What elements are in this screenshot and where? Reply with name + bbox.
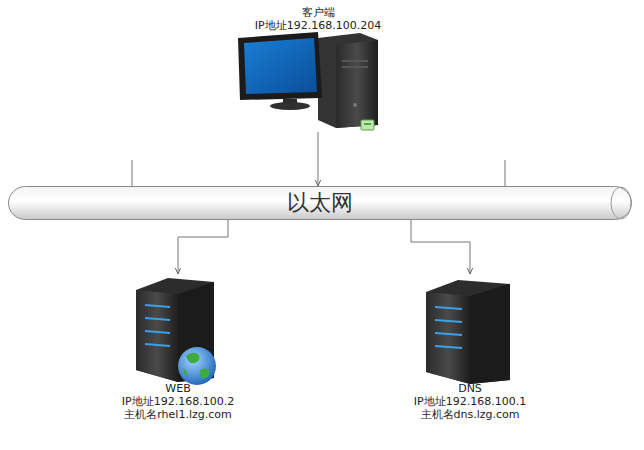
web-server-icon bbox=[136, 278, 216, 385]
ip-address: IP地址192.168.100.2 bbox=[84, 395, 272, 408]
server-name: WEB bbox=[84, 382, 272, 395]
ip-address: IP地址192.168.100.204 bbox=[224, 19, 412, 32]
text-block: WEBIP地址192.168.100.2主机名rhel1.lzg.com bbox=[84, 382, 272, 421]
dns-server-icon bbox=[426, 280, 510, 384]
web-server-node: WEBIP地址192.168.100.2主机名rhel1.lzg.com bbox=[84, 274, 272, 434]
stub-line bbox=[505, 160, 506, 186]
network-link bbox=[411, 220, 470, 274]
network-name: 以太网 bbox=[287, 188, 353, 218]
text-block: DNSIP地址192.168.100.1主机名dns.lzg.com bbox=[376, 382, 564, 421]
ip-address: IP地址192.168.100.1 bbox=[376, 395, 564, 408]
computer-icon bbox=[238, 32, 378, 130]
client-node: 客户端IP地址192.168.100.204 bbox=[224, 4, 412, 132]
stub-line bbox=[132, 160, 133, 186]
text-block: 客户端IP地址192.168.100.204 bbox=[224, 6, 412, 32]
ethernet-band: 以太网 bbox=[8, 186, 632, 220]
network-link bbox=[318, 132, 319, 186]
client-label: 客户端 bbox=[224, 6, 412, 19]
server-name: DNS bbox=[376, 382, 564, 395]
host-name: 主机名rhel1.lzg.com bbox=[84, 408, 272, 421]
host-name: 主机名dns.lzg.com bbox=[376, 408, 564, 421]
dns-server-node: DNSIP地址192.168.100.1主机名dns.lzg.com bbox=[376, 274, 564, 434]
network-link bbox=[178, 220, 228, 274]
